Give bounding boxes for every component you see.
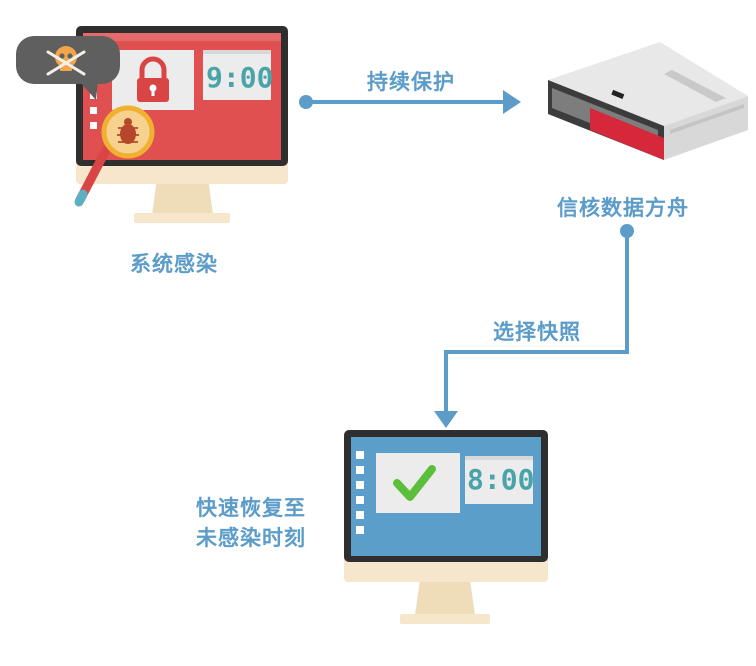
infected-clock-panel xyxy=(203,50,271,100)
skull-icon xyxy=(46,46,86,76)
clean-clock-text: 8:00 xyxy=(467,463,535,496)
clean-monitor xyxy=(344,430,548,624)
checkmark-icon xyxy=(393,465,436,501)
snapshot-label: 选择快照 xyxy=(493,320,581,344)
server-icon xyxy=(548,42,748,160)
lock-icon xyxy=(137,56,169,102)
protect-arrow xyxy=(299,90,521,114)
snapshot-arrow xyxy=(434,224,634,428)
infected-clock-text: 9:00 xyxy=(206,61,274,94)
server-caption: 信核数据方舟 xyxy=(557,196,689,220)
infected-caption: 系统感染 xyxy=(130,252,218,276)
clean-clock-panel xyxy=(465,456,533,504)
protect-label: 持续保护 xyxy=(367,70,455,94)
clean-caption-line1: 快速恢复至 xyxy=(196,496,306,520)
bug-icon xyxy=(117,118,139,144)
clean-caption-line2: 未感染时刻 xyxy=(196,526,306,550)
